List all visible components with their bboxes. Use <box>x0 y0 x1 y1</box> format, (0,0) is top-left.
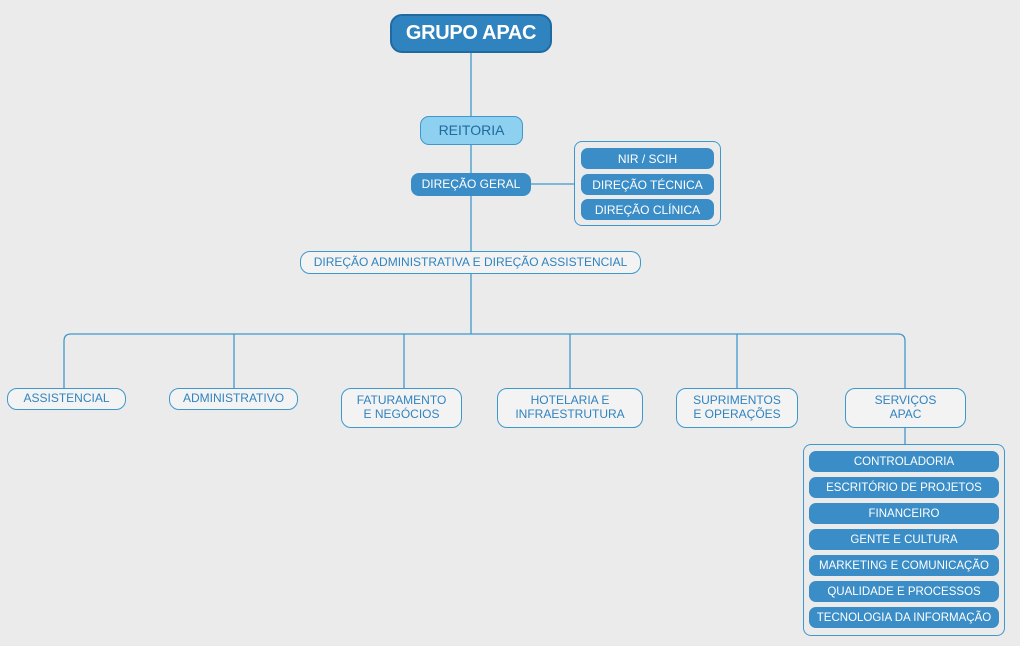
node-qualidade-e-processos: QUALIDADE E PROCESSOS <box>809 581 999 602</box>
node-servicos-apac: SERVIÇOS APAC <box>845 388 966 428</box>
node-assistencial: ASSISTENCIAL <box>7 388 126 410</box>
node-escritorio-de-projetos: ESCRITÓRIO DE PROJETOS <box>809 477 999 498</box>
side-units-group: NIR / SCIH DIREÇÃO TÉCNICA DIREÇÃO CLÍNI… <box>574 141 721 226</box>
root-node-grupo-apac: GRUPO APAC <box>390 14 552 53</box>
node-tecnologia-da-informacao: TECNOLOGIA DA INFORMAÇÃO <box>809 607 999 628</box>
node-reitoria: REITORIA <box>420 116 523 145</box>
node-gente-e-cultura: GENTE E CULTURA <box>809 529 999 550</box>
servicos-apac-units-group: CONTROLADORIA ESCRITÓRIO DE PROJETOS FIN… <box>803 444 1005 636</box>
node-direcao-tecnica: DIREÇÃO TÉCNICA <box>581 174 714 195</box>
node-financeiro: FINANCEIRO <box>809 503 999 524</box>
node-administrativo: ADMINISTRATIVO <box>169 388 298 410</box>
connector-bus <box>63 333 906 388</box>
node-direcao-clinica: DIREÇÃO CLÍNICA <box>581 199 714 220</box>
node-nir-scih: NIR / SCIH <box>581 148 714 169</box>
node-marketing-e-comunicacao: MARKETING E COMUNICAÇÃO <box>809 555 999 576</box>
node-faturamento-negocios: FATURAMENTO E NEGÓCIOS <box>341 388 462 428</box>
node-direcao-administrativa-assistencial: DIREÇÃO ADMINISTRATIVA E DIREÇÃO ASSISTE… <box>300 251 641 274</box>
node-hotelaria-infraestrutura: HOTELARIA E INFRAESTRUTURA <box>497 388 643 428</box>
node-suprimentos-operacoes: SUPRIMENTOS E OPERAÇÕES <box>676 388 798 428</box>
node-direcao-geral: DIREÇÃO GERAL <box>411 173 531 196</box>
node-controladoria: CONTROLADORIA <box>809 451 999 472</box>
